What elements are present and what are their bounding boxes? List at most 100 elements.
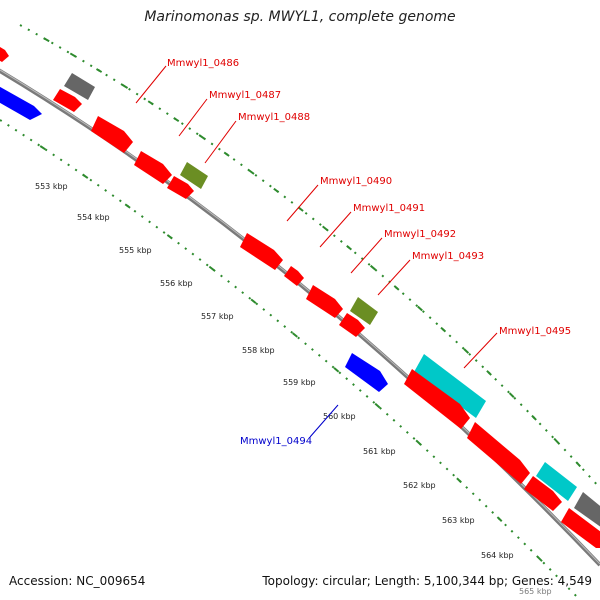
ring-major-tick: [415, 439, 422, 446]
leader-line: [204, 120, 237, 164]
cds-feature[interactable]: [467, 422, 530, 484]
cds-feature[interactable]: [284, 266, 304, 286]
cds-feature[interactable]: [561, 508, 600, 548]
ring-major-tick: [208, 265, 215, 272]
ring-major-tick: [121, 84, 129, 89]
gene-label[interactable]: Mmwyl1_0492: [384, 229, 456, 240]
ring-major-tick: [537, 556, 543, 562]
accession-text: Accession: NC_009654: [9, 574, 146, 588]
cds-feature[interactable]: [91, 116, 133, 153]
genome-backbone: [0, 68, 600, 567]
ring-major-tick: [147, 100, 154, 106]
cds-feature[interactable]: [180, 162, 208, 189]
inner-major-ticks: [39, 145, 543, 562]
ring-major-tick: [575, 461, 582, 468]
ring-major-tick: [486, 370, 492, 376]
gene-label[interactable]: Mmwyl1_0486: [167, 58, 239, 69]
ring-major-tick: [124, 203, 131, 209]
ring-major-tick: [440, 326, 447, 333]
cds-feature[interactable]: [536, 462, 577, 501]
label-leaders: [135, 65, 498, 438]
ring-major-tick: [292, 332, 298, 338]
leader-line: [286, 184, 319, 222]
kbp-label: 561 kbp: [363, 447, 396, 456]
outer-major-ticks: [43, 37, 582, 468]
leader-line: [135, 65, 167, 104]
leader-line: [463, 332, 498, 369]
ring-major-tick: [508, 392, 515, 398]
ring-major-tick: [166, 234, 173, 240]
gene-label[interactable]: Mmwyl1_0495: [499, 326, 571, 337]
outer-tick-ring: [19, 24, 600, 489]
ring-major-tick: [82, 173, 89, 179]
ring-major-tick: [553, 437, 560, 444]
gene-labels: Mmwyl1_0486 Mmwyl1_0487 Mmwyl1_0488 Mmwy…: [167, 58, 571, 447]
cds-feature[interactable]: [240, 233, 283, 270]
kbp-label: 554 kbp: [77, 213, 110, 222]
cds-feature[interactable]: [339, 313, 365, 337]
kbp-label: 565 kbp: [519, 587, 552, 596]
kbp-label: 558 kbp: [242, 346, 275, 355]
kbp-label: 562 kbp: [403, 481, 436, 490]
ring-major-tick: [273, 187, 280, 194]
cds-feature[interactable]: [350, 297, 378, 325]
ring-major-tick: [369, 264, 376, 271]
gene-label[interactable]: Mmwyl1_0494: [240, 436, 312, 447]
cds-feature[interactable]: [574, 492, 600, 530]
ring-major-tick: [333, 367, 340, 373]
cds-feature[interactable]: [404, 369, 470, 429]
cds-feature[interactable]: [53, 89, 82, 112]
kbp-label: 556 kbp: [160, 279, 193, 288]
cds-feature[interactable]: [345, 353, 388, 392]
ring-major-tick: [374, 402, 381, 409]
kbp-label: 563 kbp: [442, 516, 475, 525]
gene-label[interactable]: Mmwyl1_0490: [320, 176, 392, 187]
ring-major-tick: [39, 145, 46, 151]
ring-major-tick: [496, 516, 503, 522]
leader-line: [377, 259, 411, 296]
ring-major-tick: [322, 225, 328, 231]
cds-feature[interactable]: [0, 84, 42, 120]
cds-feature[interactable]: [306, 285, 343, 318]
ring-major-tick: [456, 477, 462, 484]
leader-line: [309, 404, 339, 438]
cds-feature[interactable]: [64, 73, 95, 100]
ring-major-tick: [223, 151, 230, 157]
cds-feature[interactable]: [524, 476, 562, 511]
ring-major-tick: [198, 134, 205, 140]
leader-line: [350, 237, 383, 274]
ring-major-tick: [248, 169, 255, 175]
kbp-label: 564 kbp: [481, 551, 514, 560]
genome-backbone-highlight: [0, 69, 600, 565]
kbp-label: 559 kbp: [283, 378, 316, 387]
gene-label[interactable]: Mmwyl1_0491: [353, 203, 425, 214]
ring-major-tick: [43, 37, 50, 43]
genome-stats-text: Topology: circular; Length: 5,100,344 bp…: [262, 574, 592, 588]
cds-feature[interactable]: [414, 354, 486, 418]
gene-label[interactable]: Mmwyl1_0493: [412, 251, 484, 262]
ring-major-tick: [393, 285, 400, 291]
kbp-label: 557 kbp: [201, 312, 234, 321]
cds-feature[interactable]: [167, 176, 194, 199]
gene-label[interactable]: Mmwyl1_0487: [209, 90, 281, 101]
cds-feature[interactable]: [134, 151, 172, 184]
cds-features: [0, 44, 600, 548]
kbp-label: 553 kbp: [35, 182, 68, 191]
ring-major-tick: [95, 68, 103, 73]
ring-major-tick: [69, 52, 77, 58]
ring-major-tick: [463, 348, 470, 354]
kbp-label: 555 kbp: [119, 246, 152, 255]
leader-line: [178, 98, 208, 137]
ring-major-tick: [173, 117, 180, 123]
ring-major-tick: [297, 206, 304, 212]
ring-major-tick: [346, 245, 353, 251]
kbp-label: 560 kbp: [323, 412, 356, 421]
kbp-labels: 553 kbp 554 kbp 555 kbp 556 kbp 557 kbp …: [35, 182, 552, 596]
gene-label[interactable]: Mmwyl1_0488: [238, 112, 310, 123]
inner-tick-ring: [0, 119, 581, 600]
ring-major-tick: [531, 414, 537, 421]
cds-feature[interactable]: [0, 44, 9, 62]
ring-major-tick: [417, 305, 423, 312]
ring-major-tick: [250, 298, 257, 304]
